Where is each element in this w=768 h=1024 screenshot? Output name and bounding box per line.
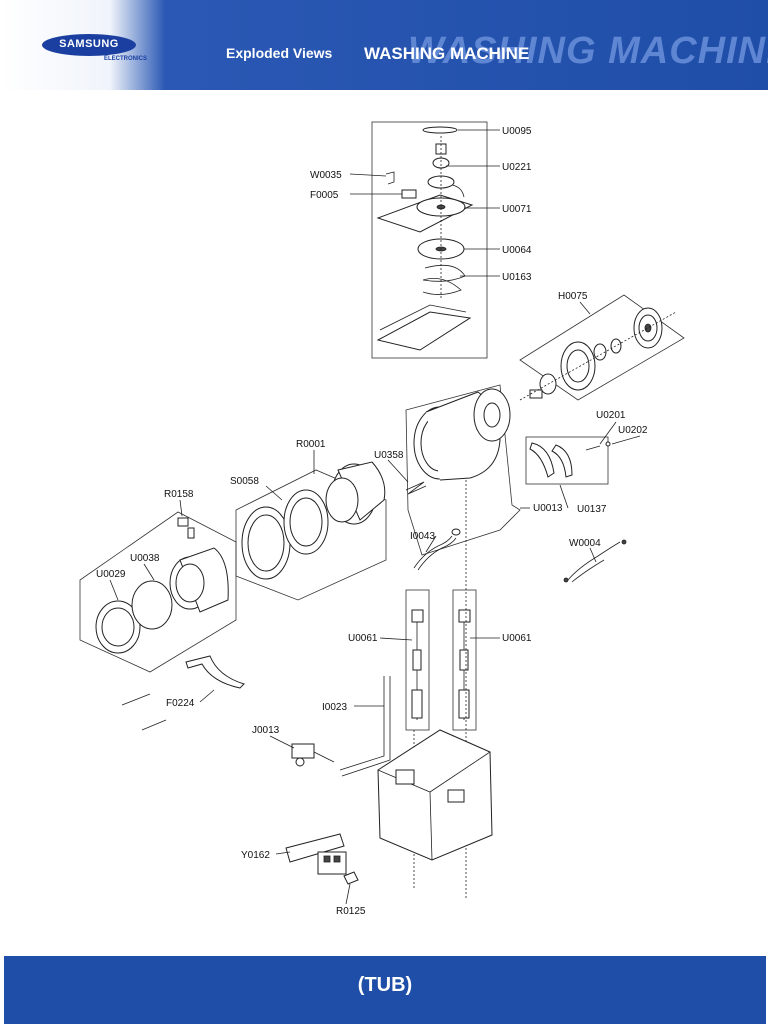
part-w0035-wire xyxy=(385,171,395,185)
part-r0125-clip xyxy=(343,871,359,885)
footer-title: (TUB) xyxy=(357,974,413,996)
label-u0358: U0358 xyxy=(374,450,404,461)
label-i0043: I0043 xyxy=(410,531,435,542)
label-w0035: W0035 xyxy=(310,170,342,181)
part-h0075-pulley-wheel xyxy=(633,307,663,349)
part-w0004-harness xyxy=(563,539,627,583)
part-front-tub xyxy=(169,547,229,613)
label-r0125: R0125 xyxy=(336,906,366,917)
door-group-frame xyxy=(79,511,237,673)
part-u0061-left-damper xyxy=(411,609,424,720)
label-i0023: I0023 xyxy=(322,702,347,713)
label-u0137: U0137 xyxy=(577,504,607,515)
part-tub-back xyxy=(473,388,511,442)
h0075-group-frame xyxy=(519,294,685,401)
label-u0061-right: U0061 xyxy=(502,633,532,644)
part-drum-face-ring xyxy=(283,489,329,555)
label-u0202: U0202 xyxy=(618,425,648,436)
part-u0029-door-ring xyxy=(95,600,141,654)
logo-oval xyxy=(42,34,136,56)
part-u0358-spring xyxy=(405,481,427,495)
part-r0001-drum xyxy=(325,461,386,525)
footer-banner: (TUB) xyxy=(4,956,766,1024)
label-y0162: Y0162 xyxy=(241,850,270,861)
part-f0005-clip xyxy=(401,189,417,199)
label-u0201: U0201 xyxy=(596,410,626,421)
part-drum-ring xyxy=(560,341,596,391)
label-w0004: W0004 xyxy=(569,538,601,549)
label-u0013: U0013 xyxy=(533,503,563,514)
label-h0075: H0075 xyxy=(558,291,588,302)
label-f0005: F0005 xyxy=(310,190,339,201)
logo-sub: ELECTRONICS xyxy=(104,56,148,62)
part-s0058-gasket-ring xyxy=(241,506,291,580)
label-u0038: U0038 xyxy=(130,553,160,564)
u0061-right-frame xyxy=(452,589,477,731)
label-f0224: F0224 xyxy=(166,698,195,709)
part-u0061-right-damper xyxy=(458,609,471,720)
part-i0043-hose xyxy=(413,528,461,571)
part-cabinet xyxy=(377,729,493,861)
part-u0038-glass xyxy=(131,580,173,630)
label-u0029: U0029 xyxy=(96,569,126,580)
label-u0064: U0064 xyxy=(502,245,532,256)
part-u0071-motor-plate xyxy=(376,184,474,233)
part-y0162-board xyxy=(285,833,347,875)
part-i0023-pipe xyxy=(339,676,391,777)
section-title: Exploded Views xyxy=(226,45,333,61)
u0137-group-frame xyxy=(525,436,609,485)
part-j0013-valve xyxy=(291,743,335,767)
motor-group-frame xyxy=(371,121,488,359)
label-j0013: J0013 xyxy=(252,725,280,736)
h0075-axis-line xyxy=(519,311,677,401)
header-watermark: WASHING MACHINE xyxy=(408,30,768,72)
header-banner: SAMSUNG ELECTRONICS WASHING MACHINE Expl… xyxy=(0,0,768,90)
part-bearing-set xyxy=(529,338,622,399)
label-r0001: R0001 xyxy=(296,439,326,450)
label-r0158: R0158 xyxy=(164,489,194,500)
label-u0061-left: U0061 xyxy=(348,633,378,644)
label-u0095: U0095 xyxy=(502,126,532,137)
part-f0224-bracket xyxy=(121,655,245,731)
part-u0095-gasket xyxy=(422,126,458,134)
logo-brand: SAMSUNG xyxy=(59,38,119,50)
label-u0163: U0163 xyxy=(502,272,532,283)
label-s0058: S0058 xyxy=(230,476,259,487)
label-u0221: U0221 xyxy=(502,162,532,173)
samsung-logo: SAMSUNG ELECTRONICS xyxy=(42,32,147,64)
label-u0071: U0071 xyxy=(502,204,532,215)
leader-lines xyxy=(109,129,641,905)
part-u0201-bolt xyxy=(585,441,611,451)
part-u0137-weights xyxy=(529,442,573,478)
product-title: WASHING MACHINE xyxy=(364,44,530,63)
part-r0158-hinge xyxy=(177,517,195,539)
part-cover-plate xyxy=(376,304,472,351)
part-u0163-heater xyxy=(422,264,466,295)
u0061-left-frame xyxy=(405,589,430,731)
